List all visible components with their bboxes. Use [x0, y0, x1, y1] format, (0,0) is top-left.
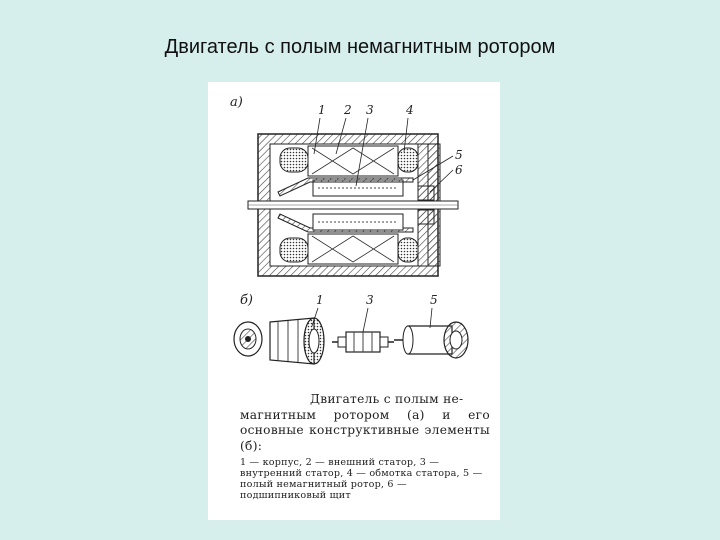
scanned-figure-page: а): [208, 82, 500, 520]
label-a: а): [230, 95, 243, 110]
callout-a-1: 1: [318, 103, 326, 117]
callout-a-5: 5: [455, 148, 463, 162]
part-inner-stator: [332, 331, 394, 353]
caption-legend: 1 — корпус, 2 — внешний статор, 3 — внут…: [240, 457, 483, 501]
callout-leaders-b: [311, 307, 433, 333]
figure-caption: Двигатель с полым не- магнитным ротором …: [240, 392, 490, 501]
callout-a-2: 2: [343, 103, 352, 117]
caption-heading: Двигатель с полым не- магнитным ротором …: [240, 392, 490, 454]
callout-leaders-a: [313, 117, 454, 193]
outer-stator-top: [279, 145, 419, 177]
caption-heading-first-line: Двигатель с полым не-: [310, 392, 464, 406]
slide-title: Двигатель с полым немагнитным ротором: [164, 36, 556, 58]
bearing-shield: [417, 185, 435, 225]
callout-a-3: 3: [366, 103, 374, 117]
label-b: б): [240, 293, 253, 308]
inner-stator-bottom: [312, 213, 404, 231]
caption-heading-rest: магнитным ротором (а) и его основные кон…: [240, 407, 490, 453]
outer-stator-bottom: [279, 233, 419, 265]
callout-a-4: 4: [405, 103, 414, 117]
motor-drawing: а): [230, 95, 469, 365]
callout-b-3: 3: [366, 293, 374, 307]
part-hollow-rotor: [394, 321, 469, 359]
inner-stator-top: [312, 179, 404, 197]
callout-b-5: 5: [430, 293, 438, 307]
shaft: [247, 200, 459, 210]
part-end-shield: [233, 321, 263, 357]
part-housing: [269, 317, 325, 365]
callout-b-1: 1: [316, 293, 324, 307]
callout-a-6: 6: [455, 163, 463, 177]
